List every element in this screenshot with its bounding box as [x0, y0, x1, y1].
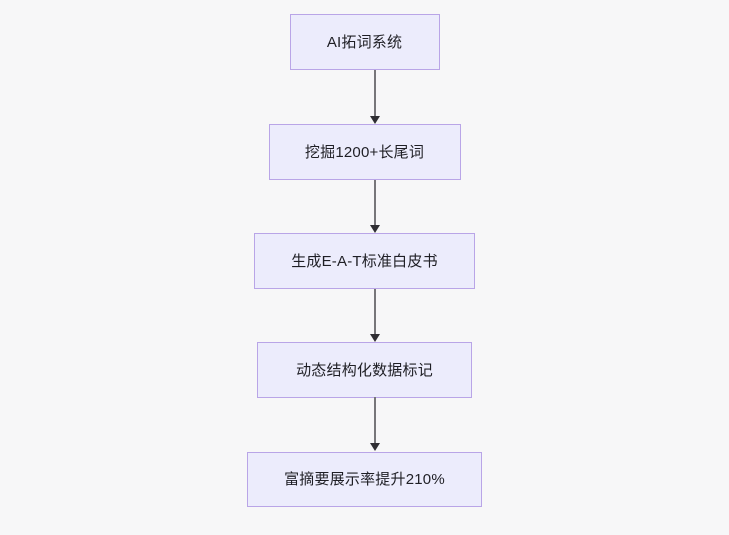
flow-node-label: AI拓词系统 [326, 33, 403, 51]
flow-node-label: 动态结构化数据标记 [296, 361, 433, 379]
flow-node-label: 生成E-A-T标准白皮书 [291, 252, 438, 270]
flow-node-generate-eat-whitepaper[interactable]: 生成E-A-T标准白皮书 [254, 233, 475, 289]
flow-node-dynamic-structured-data-markup[interactable]: 动态结构化数据标记 [257, 342, 472, 398]
flow-node-mine-longtail-keywords[interactable]: 挖掘1200+长尾词 [268, 124, 461, 180]
flow-node-rich-snippet-impression-uplift[interactable]: 富摘要展示率提升210% [247, 452, 482, 507]
flow-node-label: 挖掘1200+长尾词 [304, 143, 425, 161]
flow-node-label: 富摘要展示率提升210% [284, 471, 445, 488]
flow-node-ai-keyword-system[interactable]: AI拓词系统 [289, 14, 440, 70]
